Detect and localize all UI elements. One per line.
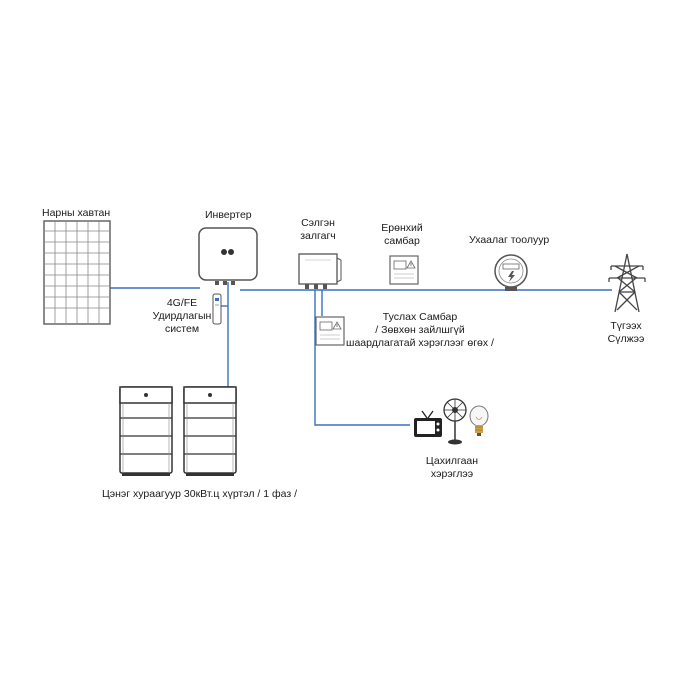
battery-stack-right-icon bbox=[183, 386, 237, 481]
loads-label-line2: хэрэглээ bbox=[430, 468, 474, 480]
changeover-switch-icon bbox=[297, 252, 343, 299]
changeover-switch-label-line2: залгагч bbox=[300, 230, 336, 242]
monitoring-label-line2: Удирдлагын bbox=[152, 310, 212, 322]
monitoring-label-line1: 4G/FE bbox=[166, 297, 198, 309]
backup-panel-label-line3: шаардлагатай хэрэглээг өгөх / bbox=[346, 337, 494, 349]
light-bulb-icon bbox=[468, 405, 490, 444]
loads-label-line1: Цахилгаан bbox=[425, 455, 479, 467]
changeover-switch-label-line1: Сэлгэн bbox=[301, 217, 335, 229]
monitoring-dongle-icon bbox=[212, 293, 222, 330]
solar-panel-label: Нарны хавтан bbox=[42, 207, 111, 219]
inverter-icon bbox=[197, 226, 261, 291]
backup-panel-label: Туслах Самбар / Зөвхөн зайлшгүй шаардлаг… bbox=[335, 311, 505, 350]
tv-icon bbox=[412, 410, 444, 445]
solar-panel-icon bbox=[43, 220, 111, 330]
grid-label-line2: Сүлжээ bbox=[607, 333, 645, 345]
main-panel-label-line1: Ерөнхий bbox=[381, 222, 423, 234]
wire-to-loads bbox=[314, 290, 410, 426]
main-panel-label: Ерөнхий самбар bbox=[370, 222, 434, 248]
smart-meter-icon bbox=[491, 253, 531, 298]
loads-label: Цахилгаан хэрэглээ bbox=[417, 455, 487, 481]
backup-panel-label-line1: Туслах Самбар bbox=[382, 311, 458, 323]
main-panel-icon bbox=[389, 255, 421, 292]
smart-meter-label: Ухаалаг тоолуур bbox=[469, 234, 550, 246]
backup-panel-icon bbox=[315, 316, 347, 353]
grid-label: Түгээх Сүлжээ bbox=[596, 320, 656, 346]
battery-stack-left-icon bbox=[119, 386, 173, 481]
inverter-label: Инвертер bbox=[205, 209, 252, 221]
backup-panel-label-line2: / Зөвхөн зайлшгүй bbox=[375, 324, 465, 336]
fan-icon bbox=[442, 398, 470, 451]
monitoring-label-line3: систем bbox=[164, 323, 200, 335]
grid-label-line1: Түгээх bbox=[610, 320, 642, 332]
transmission-tower-icon bbox=[607, 252, 647, 319]
changeover-switch-label: Сэлгэн залгагч bbox=[288, 217, 348, 243]
battery-label: Цэнэг хураагуур 30кВт.ц хүртэл / 1 фаз / bbox=[102, 488, 298, 500]
monitoring-label: 4G/FE Удирдлагын систем bbox=[150, 297, 214, 336]
main-panel-label-line2: самбар bbox=[384, 235, 420, 247]
